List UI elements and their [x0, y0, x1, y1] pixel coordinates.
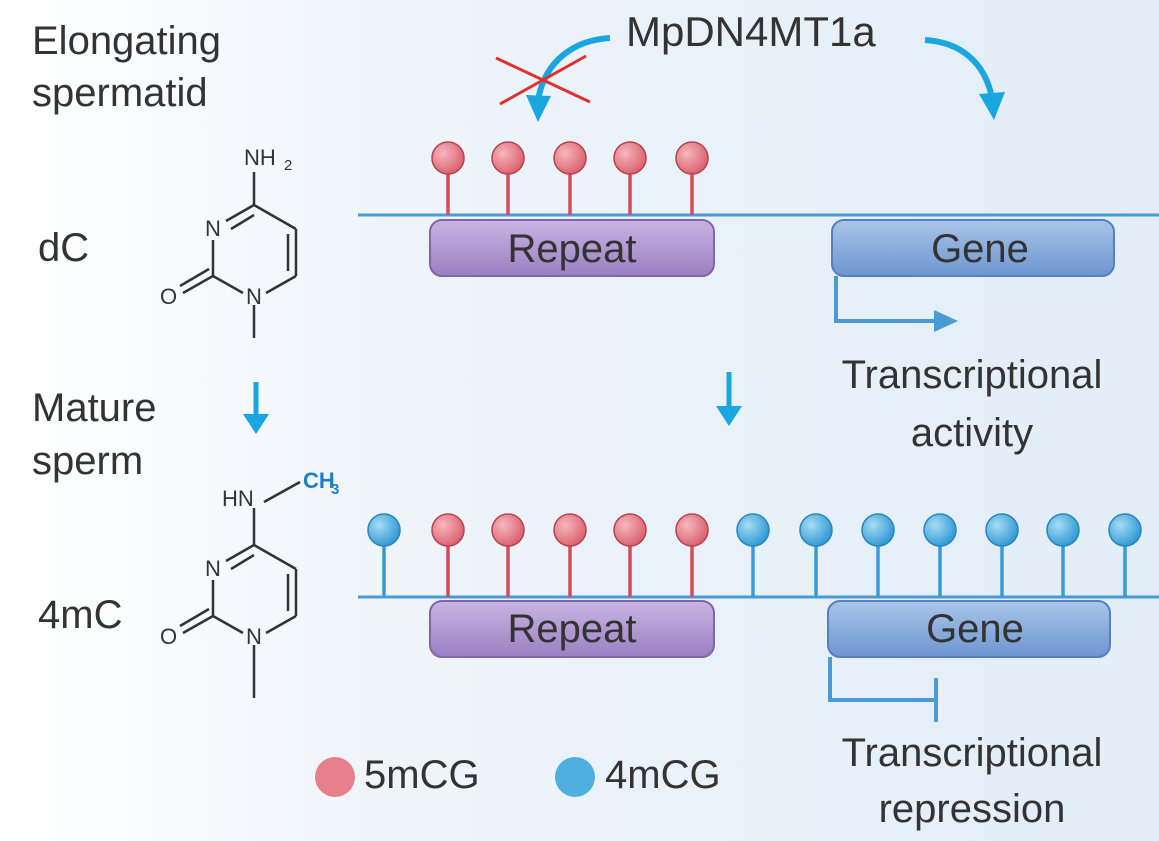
nh2-subscript: 2 — [284, 157, 292, 174]
4mcg-site — [736, 513, 770, 597]
4mcg-site — [985, 513, 1019, 597]
outcome-activity-line1: Transcriptional — [841, 353, 1103, 397]
5mcg-site — [553, 513, 587, 597]
legend-dot-4mcg — [555, 757, 595, 797]
stage-label-mature: Mature — [32, 386, 157, 430]
methylation-sites-bottom — [367, 513, 1142, 597]
nh2-label: NH — [244, 145, 276, 170]
repeat-box-bottom: Repeat — [429, 600, 715, 658]
enzyme-label: MpDN4MT1a — [626, 8, 876, 55]
stage-label-spermatid: spermatid — [32, 71, 208, 115]
gene-box-bottom: Gene — [827, 600, 1111, 658]
blocked-arrow-to-repeat — [526, 35, 611, 122]
repeat-label-bottom: Repeat — [508, 607, 637, 651]
legend-label-4mcg: 4mCG — [605, 753, 721, 797]
carbonyl-oxygen-bottom: O — [160, 624, 177, 649]
conversion-arrow-right — [716, 372, 742, 426]
gene-label-bottom: Gene — [926, 607, 1024, 651]
5mcg-site — [491, 141, 525, 215]
5mcg-site — [613, 513, 647, 597]
repression-symbol — [828, 657, 938, 722]
transcription-arrow — [834, 276, 958, 332]
outcome-repression-line1: Transcriptional — [841, 731, 1103, 775]
5mcg-site — [491, 513, 525, 597]
4mcg-site — [1108, 513, 1142, 597]
ring-nitrogen-1: N — [246, 284, 262, 309]
4mcg-site — [799, 513, 833, 597]
5mcg-site — [675, 513, 709, 597]
5mcg-site — [431, 513, 465, 597]
ring-nitrogen-3: N — [205, 216, 221, 241]
5mcg-site — [553, 141, 587, 215]
cytidine-structure — [179, 172, 298, 338]
methylation-sites-top — [431, 141, 709, 215]
ring-nitrogen-3-bottom: N — [205, 556, 221, 581]
methyl-label: CH — [303, 468, 335, 493]
methyl-subscript: 3 — [331, 481, 339, 498]
nucleoside-4mc: 4mC — [38, 593, 123, 637]
methylcytidine-structure — [179, 480, 301, 698]
legend-dot-5mcg — [315, 757, 355, 797]
outcome-activity-line2: activity — [910, 411, 1034, 455]
outcome-repression-line2: repression — [878, 787, 1066, 831]
arrow-to-gene — [924, 37, 1005, 120]
4mcg-site — [923, 513, 957, 597]
4mcg-site — [861, 513, 895, 597]
cross-icon — [495, 54, 591, 106]
stage-label-elongating: Elongating — [32, 19, 222, 63]
gene-box-top: Gene — [831, 219, 1115, 277]
nucleoside-dc: dC — [38, 226, 90, 270]
repeat-label-top: Repeat — [508, 227, 637, 271]
gene-label-top: Gene — [931, 227, 1029, 271]
5mcg-site — [675, 141, 709, 215]
carbonyl-oxygen: O — [160, 284, 177, 309]
hn-label: HN — [222, 486, 254, 511]
repeat-box-top: Repeat — [429, 219, 715, 277]
conversion-arrow-left — [243, 382, 269, 434]
5mcg-site — [613, 141, 647, 215]
stage-label-sperm: sperm — [32, 439, 144, 483]
legend-label-5mcg: 5mCG — [364, 753, 480, 797]
ring-nitrogen-1-bottom: N — [246, 624, 262, 649]
5mcg-site — [431, 141, 465, 215]
4mcg-site — [1046, 513, 1080, 597]
4mcg-site — [367, 513, 401, 597]
